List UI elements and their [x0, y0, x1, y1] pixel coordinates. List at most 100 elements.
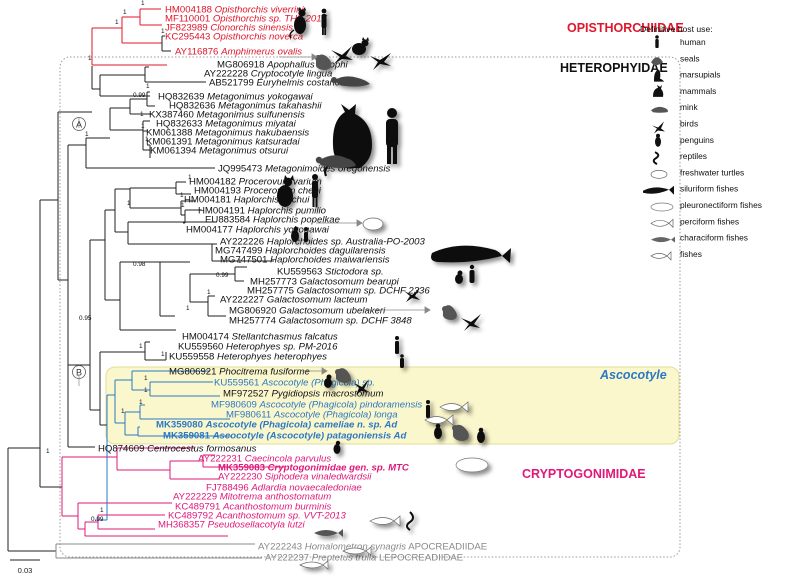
taxon-label: HQ832639 Metagonimus yokogawai	[158, 91, 314, 102]
taxon-name: Metagonimus suifunensis	[196, 109, 304, 120]
support-value: 1	[146, 83, 150, 90]
branch	[189, 273, 235, 303]
taxon-accession: AY222228	[204, 68, 251, 79]
taxon-label: JQ995473 Metagonimoides oregonensis	[218, 163, 390, 174]
legend-label: seals	[680, 53, 700, 63]
taxon-accession: MF980611	[226, 409, 274, 420]
perch-icon	[299, 560, 329, 570]
taxon-name: Ascocotyle (Phagicola) longa	[273, 409, 398, 420]
taxon-accession: HM004191	[198, 205, 248, 216]
taxon-accession: AY222226	[220, 236, 267, 247]
taxon-label: KC489792 Acanthostomum sp. VVT-2013	[168, 510, 346, 521]
taxon-label: MH368357 Pseudosellacotyla lutzi	[158, 519, 306, 530]
taxon-accession: EU883584	[205, 214, 253, 225]
taxon-label: AY116876 Amphimerus ovalis	[175, 46, 302, 57]
taxon-name: Haplorchis taichui	[234, 194, 311, 205]
taxon-accession: KC295443	[165, 31, 213, 42]
branch	[67, 144, 90, 366]
taxon-name: Ascocotyle (Ascocotyle) patagoniensis Ad	[212, 430, 408, 441]
branch	[95, 394, 115, 521]
support-value: 1	[121, 408, 125, 415]
human-icon	[400, 354, 404, 368]
taxon-label: KU559560 Heterophyes sp. PM-2016	[178, 341, 338, 352]
branch	[147, 144, 151, 158]
snake-icon	[406, 511, 414, 531]
branch	[146, 91, 155, 107]
taxon-name: Galactosomum sp. DCHF 2336	[297, 285, 431, 296]
branch	[99, 351, 145, 426]
mink-icon	[331, 76, 370, 87]
legend-label: mammals	[680, 86, 716, 96]
legend-label: freshwater turtles	[680, 167, 744, 177]
taxon-label: AY222227 Galactosomum lacteum	[220, 294, 368, 305]
turtle-icon	[650, 170, 668, 179]
taxon-accession: KU559558	[169, 351, 217, 362]
taxon-label: HM004174 Stellantchasmus falcatus	[182, 331, 338, 342]
seal-icon	[315, 54, 332, 70]
taxon-name: Haplorchis pumilio	[248, 205, 327, 216]
taxon-name: Clonorchis sinensis	[210, 22, 293, 33]
support-value: 1	[139, 343, 143, 350]
taxon-name: Siphodera vinaledwardsii	[265, 471, 373, 482]
characin-icon	[651, 236, 675, 243]
taxon-name: Metagonimus miyatai	[205, 118, 297, 129]
legend-item: human	[655, 35, 706, 48]
mammal-icon	[289, 7, 306, 39]
taxon-label: MH257774 Galactosomum sp. DCHF 3848	[229, 315, 412, 326]
penguin-icon	[477, 427, 485, 443]
branch	[127, 221, 212, 245]
support-value: 1	[161, 351, 165, 358]
taxon-name: Haplorchoides sp. Australia-PO-2003	[267, 236, 426, 247]
taxon-accession: MK359083	[218, 462, 268, 473]
support-value: 1	[140, 111, 144, 118]
taxon-name: Metagonimus takahashii	[218, 100, 322, 111]
mammal-icon	[277, 175, 294, 207]
taxon-accession: AB521799	[209, 77, 256, 88]
taxon-name: Adlardia novaecaledoniae	[250, 482, 361, 493]
support-value: 0.98	[133, 261, 146, 268]
taxon-accession: MG747501	[220, 254, 270, 265]
taxon-label: MG806918 Apophallus zalophi	[217, 59, 349, 70]
taxon-accession: KM061394	[150, 145, 199, 156]
legend-item: mink	[651, 102, 698, 113]
support-value: 1	[115, 19, 119, 26]
taxon-name: Acanthostomum sp. VVT-2013	[215, 510, 346, 521]
taxon-accession: HQ832639	[158, 91, 207, 102]
support-value: 1	[141, 0, 145, 7]
taxon-label: MF980609 Ascocotyle (Phagicola) pindoram…	[211, 399, 422, 410]
human-icon	[469, 264, 475, 283]
taxon-label: AY222230 Siphodera vinaledwardsii	[218, 471, 372, 482]
taxon-label: KC489791 Acanthostomum burminis	[175, 501, 331, 512]
branch	[129, 98, 152, 115]
taxon-name: Galactosomum lacteum	[267, 294, 368, 305]
human-icon	[426, 400, 430, 418]
taxon-name: Centrocestus formosanus	[147, 443, 257, 454]
family-label-ascocotyle: Ascocotyle	[599, 368, 667, 382]
taxon-name: Apophallus zalophi	[266, 59, 348, 70]
branch	[57, 111, 92, 281]
taxon-name: Heterophyes sp. PM-2016	[226, 341, 338, 352]
taxon-accession: HM004181	[184, 194, 234, 205]
host-legend: Definitive host use: humansealsmarsupial…	[640, 24, 762, 261]
flatfish-icon	[650, 202, 674, 212]
taxon-label: KM061391 Metagonimus katsuradai	[146, 136, 300, 147]
taxon-accession: HM004177	[186, 224, 236, 235]
branch	[175, 181, 191, 195]
taxon-accession: MK359080	[156, 419, 206, 430]
bird-icon	[404, 288, 420, 302]
fish-outline-icon	[424, 414, 454, 426]
taxon-name: Homalometron synagris	[305, 541, 407, 552]
taxon-label: KU559561 Ascocotyle (Phagicola) sp.	[214, 377, 375, 388]
taxon-labels: HM004188 Opisthorchis viverriniMF110001 …	[98, 4, 487, 563]
taxon-name: Pygidiopsis macrostomum	[272, 388, 384, 399]
taxon-accession: MH257775	[247, 285, 297, 296]
branch	[85, 137, 215, 169]
catfish-icon	[431, 245, 511, 263]
human-icon	[321, 8, 327, 35]
taxon-label: FJ788496 Adlardia novaecaledoniae	[206, 482, 362, 493]
taxon-accession: MF110001	[165, 13, 213, 24]
human-icon	[386, 108, 398, 164]
taxon-name: Stictodora sp.	[325, 266, 384, 277]
branch	[169, 460, 220, 480]
